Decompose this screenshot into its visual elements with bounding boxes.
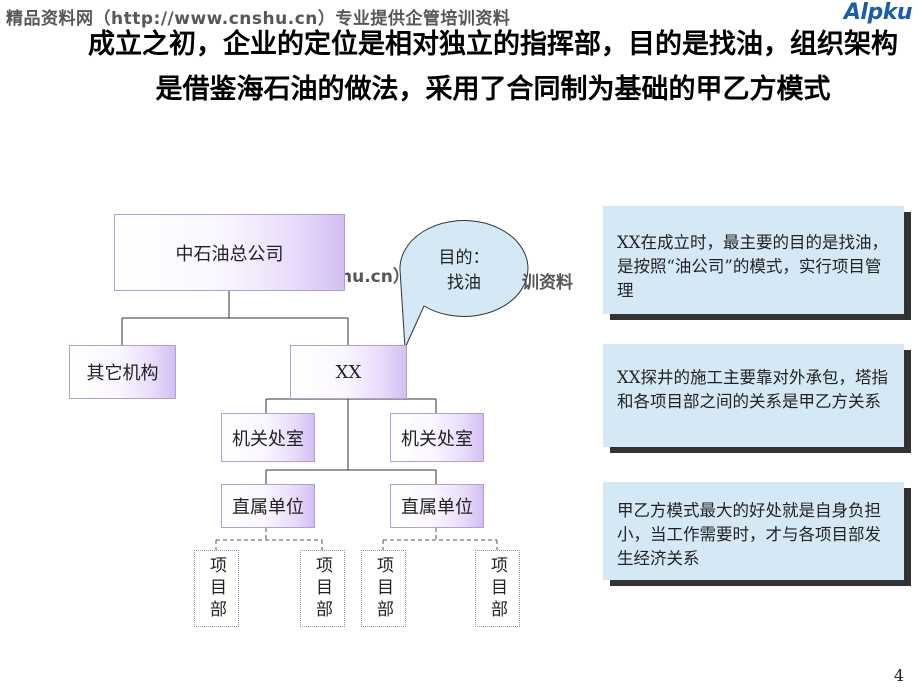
org-node-office-right-label: 机关处室 [401,428,473,450]
callout-line-1: 目的： [438,248,490,268]
page-number: 4 [893,666,904,685]
note-box-2: XX探井的施工主要靠对外承包，塔指和各项目部之间的关系是甲乙方关系 [603,344,904,447]
note-box-1: XX在成立时，最主要的目的是找油，是按照“油公司”的模式，实行项目管理 [603,206,904,314]
org-node-unit-left-label: 直属单位 [232,497,304,518]
org-node-office-right: 机关处室 [390,413,484,462]
org-node-other: 其它机构 [69,345,176,399]
callout-line-2: 找油 [447,273,481,293]
org-node-project: 项目部 [361,550,406,627]
header-watermark: 精品资料网（http://www.cnshu.cn）专业提供企管培训资料 [6,9,511,29]
org-node-project: 项目部 [475,550,520,627]
middle-watermark-right: 训资料 [522,273,573,293]
org-node-other-label: 其它机构 [86,363,159,384]
note-text-1: XX在成立时，最主要的目的是找油，是按照“油公司”的模式，实行项目管理 [617,233,888,300]
org-node-project: 项目部 [300,550,345,627]
note-text-2: XX探井的施工主要靠对外承包，塔指和各项目部之间的关系是甲乙方关系 [617,368,888,411]
org-node-root: 中石油总公司 [114,214,345,291]
org-node-root-label: 中石油总公司 [175,243,284,265]
org-node-unit-left: 直属单位 [221,484,315,528]
org-node-xx: XX [290,345,407,399]
org-node-unit-right-label: 直属单位 [401,497,473,518]
org-node-office-left: 机关处室 [221,413,315,462]
slide-title: 成立之初，企业的定位是相对独立的指挥部，目的是找油，组织架构是借鉴海石油的做法，… [88,29,898,105]
org-node-unit-right: 直属单位 [390,484,484,528]
callout-text: 目的： 找油 [414,246,514,296]
org-node-project: 项目部 [194,550,239,627]
callout-bubble [399,220,529,349]
org-node-xx-label: XX [335,361,362,383]
middle-watermark-left: hu.cn） [340,267,410,287]
note-box-3: 甲乙方模式最大的好处就是自身负担小，当工作需要时，才与各项目部发生经济关系 [603,482,904,580]
note-text-3: 甲乙方模式最大的好处就是自身负担小，当工作需要时，才与各项目部发生经济关系 [617,501,881,568]
brand-logo: Alpku [843,0,913,25]
org-node-office-left-label: 机关处室 [232,428,304,450]
